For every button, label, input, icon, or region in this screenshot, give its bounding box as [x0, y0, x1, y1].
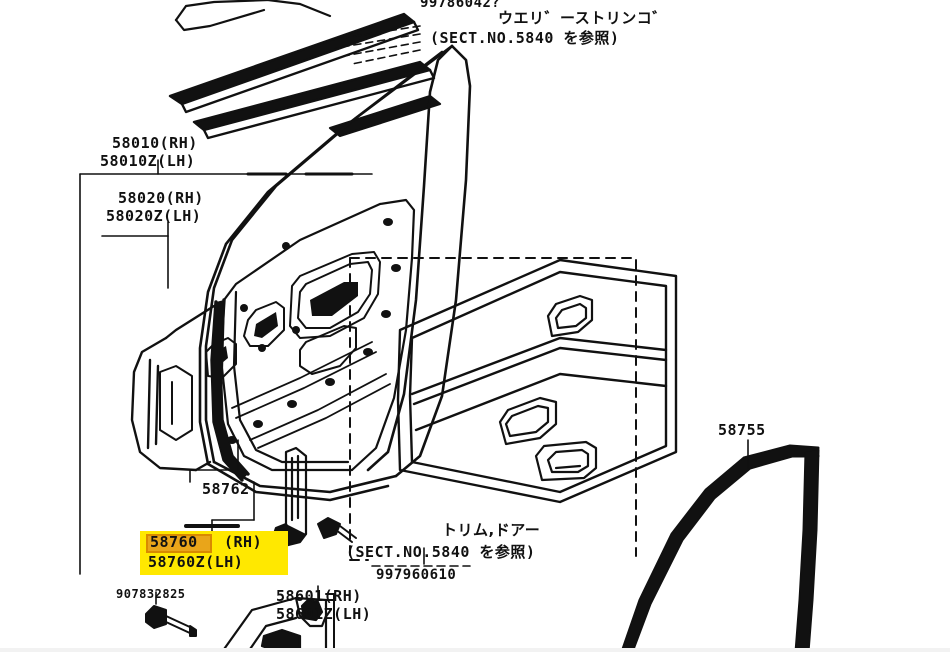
inner-panel-ribs	[231, 341, 391, 449]
label-trim-section-ref: (SECT.NO.5840 を参照)	[346, 543, 536, 561]
window-run-58755-fill	[622, 446, 818, 652]
leader-dashed-top	[329, 25, 421, 65]
door-weatherstrip-58760-fill	[212, 300, 248, 480]
door-window-sash-frame	[198, 44, 472, 502]
molding-strip-2	[192, 60, 436, 140]
label-58020-rh: 58020(RH)	[118, 189, 204, 207]
label-58020z-lh: 58020Z(LH)	[106, 207, 202, 225]
hinge-bolt-907832825	[145, 605, 197, 637]
trim-panel-upper-clip	[546, 294, 594, 338]
label-58760-number: 58760	[150, 533, 198, 551]
highlight-box-58760	[146, 534, 212, 553]
sash-screw-58762	[317, 517, 357, 543]
page-bottom-edge	[0, 648, 950, 652]
door-trim-panel	[396, 258, 678, 504]
label-58762: 58762	[202, 480, 250, 498]
door-check-bracket-58601	[220, 596, 328, 652]
label-58010-rh: 58010(RH)	[112, 134, 198, 152]
label-weatherstrip-japanese: ウエリ゛ーストリンコ゛	[498, 9, 668, 27]
label-58760-rh-suffix: (RH)	[224, 533, 263, 551]
trim-callout-dashed-box	[349, 257, 637, 561]
label-58760z-lh: 58760Z(LH)	[148, 553, 244, 571]
label-997960610: 997960610	[376, 567, 457, 583]
label-weatherstrip-section-ref: (SECT.NO.5840 を参照)	[430, 29, 620, 47]
label-58755: 58755	[718, 421, 766, 439]
window-run-vertical-fill	[796, 450, 818, 652]
label-trim-door-japanese: トリム,ドアー	[442, 521, 541, 539]
trim-panel-door-pull	[534, 440, 598, 482]
trim-panel-armrest	[498, 396, 558, 446]
inner-panel-small-holes	[227, 218, 401, 444]
door-mirror-mount-cutout	[159, 365, 193, 441]
label-58601z-lh: 58601Z(LH)	[276, 605, 372, 623]
label-907832825: 907832825	[116, 587, 186, 601]
label-58010z-lh: 58010Z(LH)	[100, 152, 196, 170]
door-outer-panel	[130, 304, 216, 472]
door-check-frame-58601	[325, 593, 335, 652]
label-58601-rh: 58601(RH)	[276, 587, 362, 605]
weatherstrip-upper-molding	[174, 0, 332, 32]
label-top-part-number: 99786042?	[420, 0, 501, 11]
